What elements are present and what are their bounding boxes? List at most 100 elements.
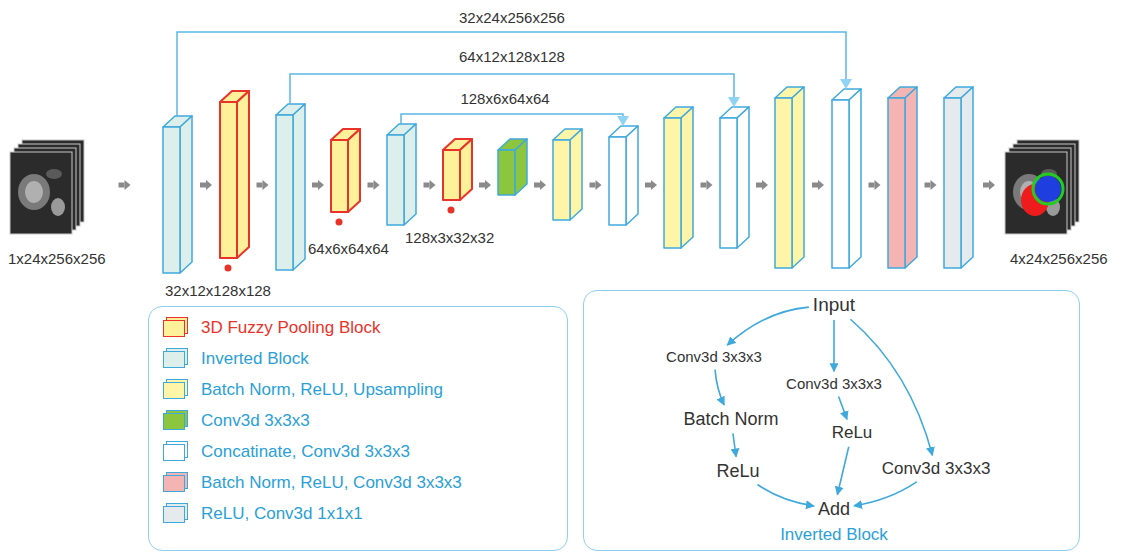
step-text: Add: [818, 499, 850, 520]
dimension-label: 64x6x64x64: [308, 240, 389, 257]
legend-text: Concatinate, Conv3d 3x3x3: [201, 442, 410, 462]
flow-arrow-shaft: [645, 183, 651, 188]
flow-arrow-shaft: [257, 183, 263, 188]
legend-text: 3D Fuzzy Pooling Block: [201, 318, 381, 338]
legend-text: ReLU, Conv3d 1x1x1: [201, 504, 363, 524]
flow-arrow-head: [540, 180, 546, 190]
flow-step: Add: [816, 497, 852, 522]
segmentation-green: [1033, 174, 1063, 204]
flow-arrow-shaft: [756, 183, 762, 188]
flow-arrow-shaft: [983, 183, 989, 188]
flow-step: Conv3d 3x3x3: [880, 457, 993, 481]
flow-arrow-shaft: [812, 183, 818, 188]
flow-arrow-head: [707, 180, 713, 190]
skip-connection: [177, 32, 846, 116]
legend-text: Batch Norm, ReLU, Upsampling: [201, 380, 443, 400]
block-front: [387, 135, 404, 225]
dimension-label: 128x3x32x32: [405, 229, 494, 246]
flow-arrow-head: [875, 180, 881, 190]
dimension-label: 32x24x256x256: [459, 9, 565, 26]
flow-arrow-head: [485, 180, 491, 190]
flow-connector: [839, 397, 847, 420]
legend-swatch: [163, 475, 185, 492]
flow-arrow-head: [596, 180, 602, 190]
red-dot: [336, 219, 343, 226]
legend-swatch: [163, 506, 185, 523]
step-text: Conv3d 3x3x3: [882, 459, 991, 479]
block-side: [404, 124, 416, 225]
panel-caption: Inverted Block: [780, 525, 888, 545]
flow-arrow-head: [125, 180, 131, 190]
block-front: [553, 140, 570, 220]
flow-arrow-shaft: [925, 183, 931, 188]
skip-arrow-head: [728, 97, 740, 107]
step-text: ReLu: [832, 423, 873, 443]
flow-step: ReLu: [714, 459, 761, 484]
tissue-region: [46, 169, 62, 179]
flow-connector: [757, 484, 814, 506]
block-front: [443, 150, 460, 200]
flow-arrow-head: [318, 180, 324, 190]
flow-arrow-shaft: [200, 183, 206, 188]
flow-connector: [715, 370, 724, 405]
image-slice: [1005, 152, 1067, 234]
step-text: ReLu: [716, 461, 759, 482]
block-side: [849, 89, 861, 268]
legend-row: Batch Norm, ReLU, Conv3d 3x3x3: [149, 472, 549, 496]
vessel-region: [51, 198, 65, 216]
legend-swatch: [163, 413, 185, 430]
block-side: [626, 126, 638, 225]
legend-row: Batch Norm, ReLU, Upsampling: [149, 379, 549, 403]
flow-arrow-shaft: [590, 183, 596, 188]
legend-row: 3D Fuzzy Pooling Block: [149, 317, 549, 341]
block-front: [498, 150, 515, 195]
skip-arrow-head: [840, 79, 852, 89]
block-side: [737, 107, 749, 248]
block-side: [681, 107, 693, 248]
block-front: [163, 127, 180, 273]
legend-text: Inverted Block: [201, 349, 309, 369]
dimension-label: 1x24x256x256: [8, 250, 106, 267]
flow-step: Batch Norm: [681, 407, 780, 432]
block-front: [220, 102, 237, 258]
dimension-label: 128x6x64x64: [460, 90, 549, 107]
flow-arrow-shaft: [534, 183, 540, 188]
step-text: Conv3d 3x3x3: [786, 375, 882, 392]
block-side: [515, 139, 527, 195]
heart-cavity: [25, 181, 43, 203]
flow-arrow-shaft: [701, 183, 707, 188]
block-front: [720, 118, 737, 248]
flow-arrow-head: [430, 180, 436, 190]
red-dot: [448, 207, 455, 214]
flow-step: Conv3d 3x3x3: [664, 346, 764, 367]
step-text: Conv3d 3x3x3: [666, 348, 762, 365]
flow-connector: [854, 482, 917, 506]
block-front: [276, 115, 293, 270]
block-front: [888, 98, 905, 268]
flow-arrow-shaft: [119, 183, 125, 188]
block-side: [792, 87, 804, 268]
heart-region: [18, 174, 50, 210]
block-panel: Inverted BlockInputConv3d 3x3x3Conv3d 3x…: [583, 290, 1080, 551]
block-side: [237, 91, 249, 258]
legend-row: ReLU, Conv3d 1x1x1: [149, 503, 549, 527]
red-dot: [225, 265, 232, 272]
block-side: [961, 87, 973, 268]
block-front: [944, 98, 961, 268]
flow-arrow-shaft: [479, 183, 485, 188]
segmentation-blue: [1035, 176, 1061, 202]
legend-text: Batch Norm, ReLU, Conv3d 3x3x3: [201, 473, 462, 493]
block-front: [775, 98, 792, 268]
flow-arrow-head: [989, 180, 995, 190]
legend-swatch: [163, 382, 185, 399]
dimension-label: 64x12x128x128: [459, 48, 565, 65]
block-front: [832, 100, 849, 268]
legend-row: Conv3d 3x3x3: [149, 410, 549, 434]
flow-arrow-head: [762, 180, 768, 190]
block-side: [570, 129, 582, 220]
skip-arrow-head: [617, 116, 629, 126]
block-side: [293, 104, 305, 270]
flow-arrow-head: [263, 180, 269, 190]
block-side: [348, 129, 360, 212]
